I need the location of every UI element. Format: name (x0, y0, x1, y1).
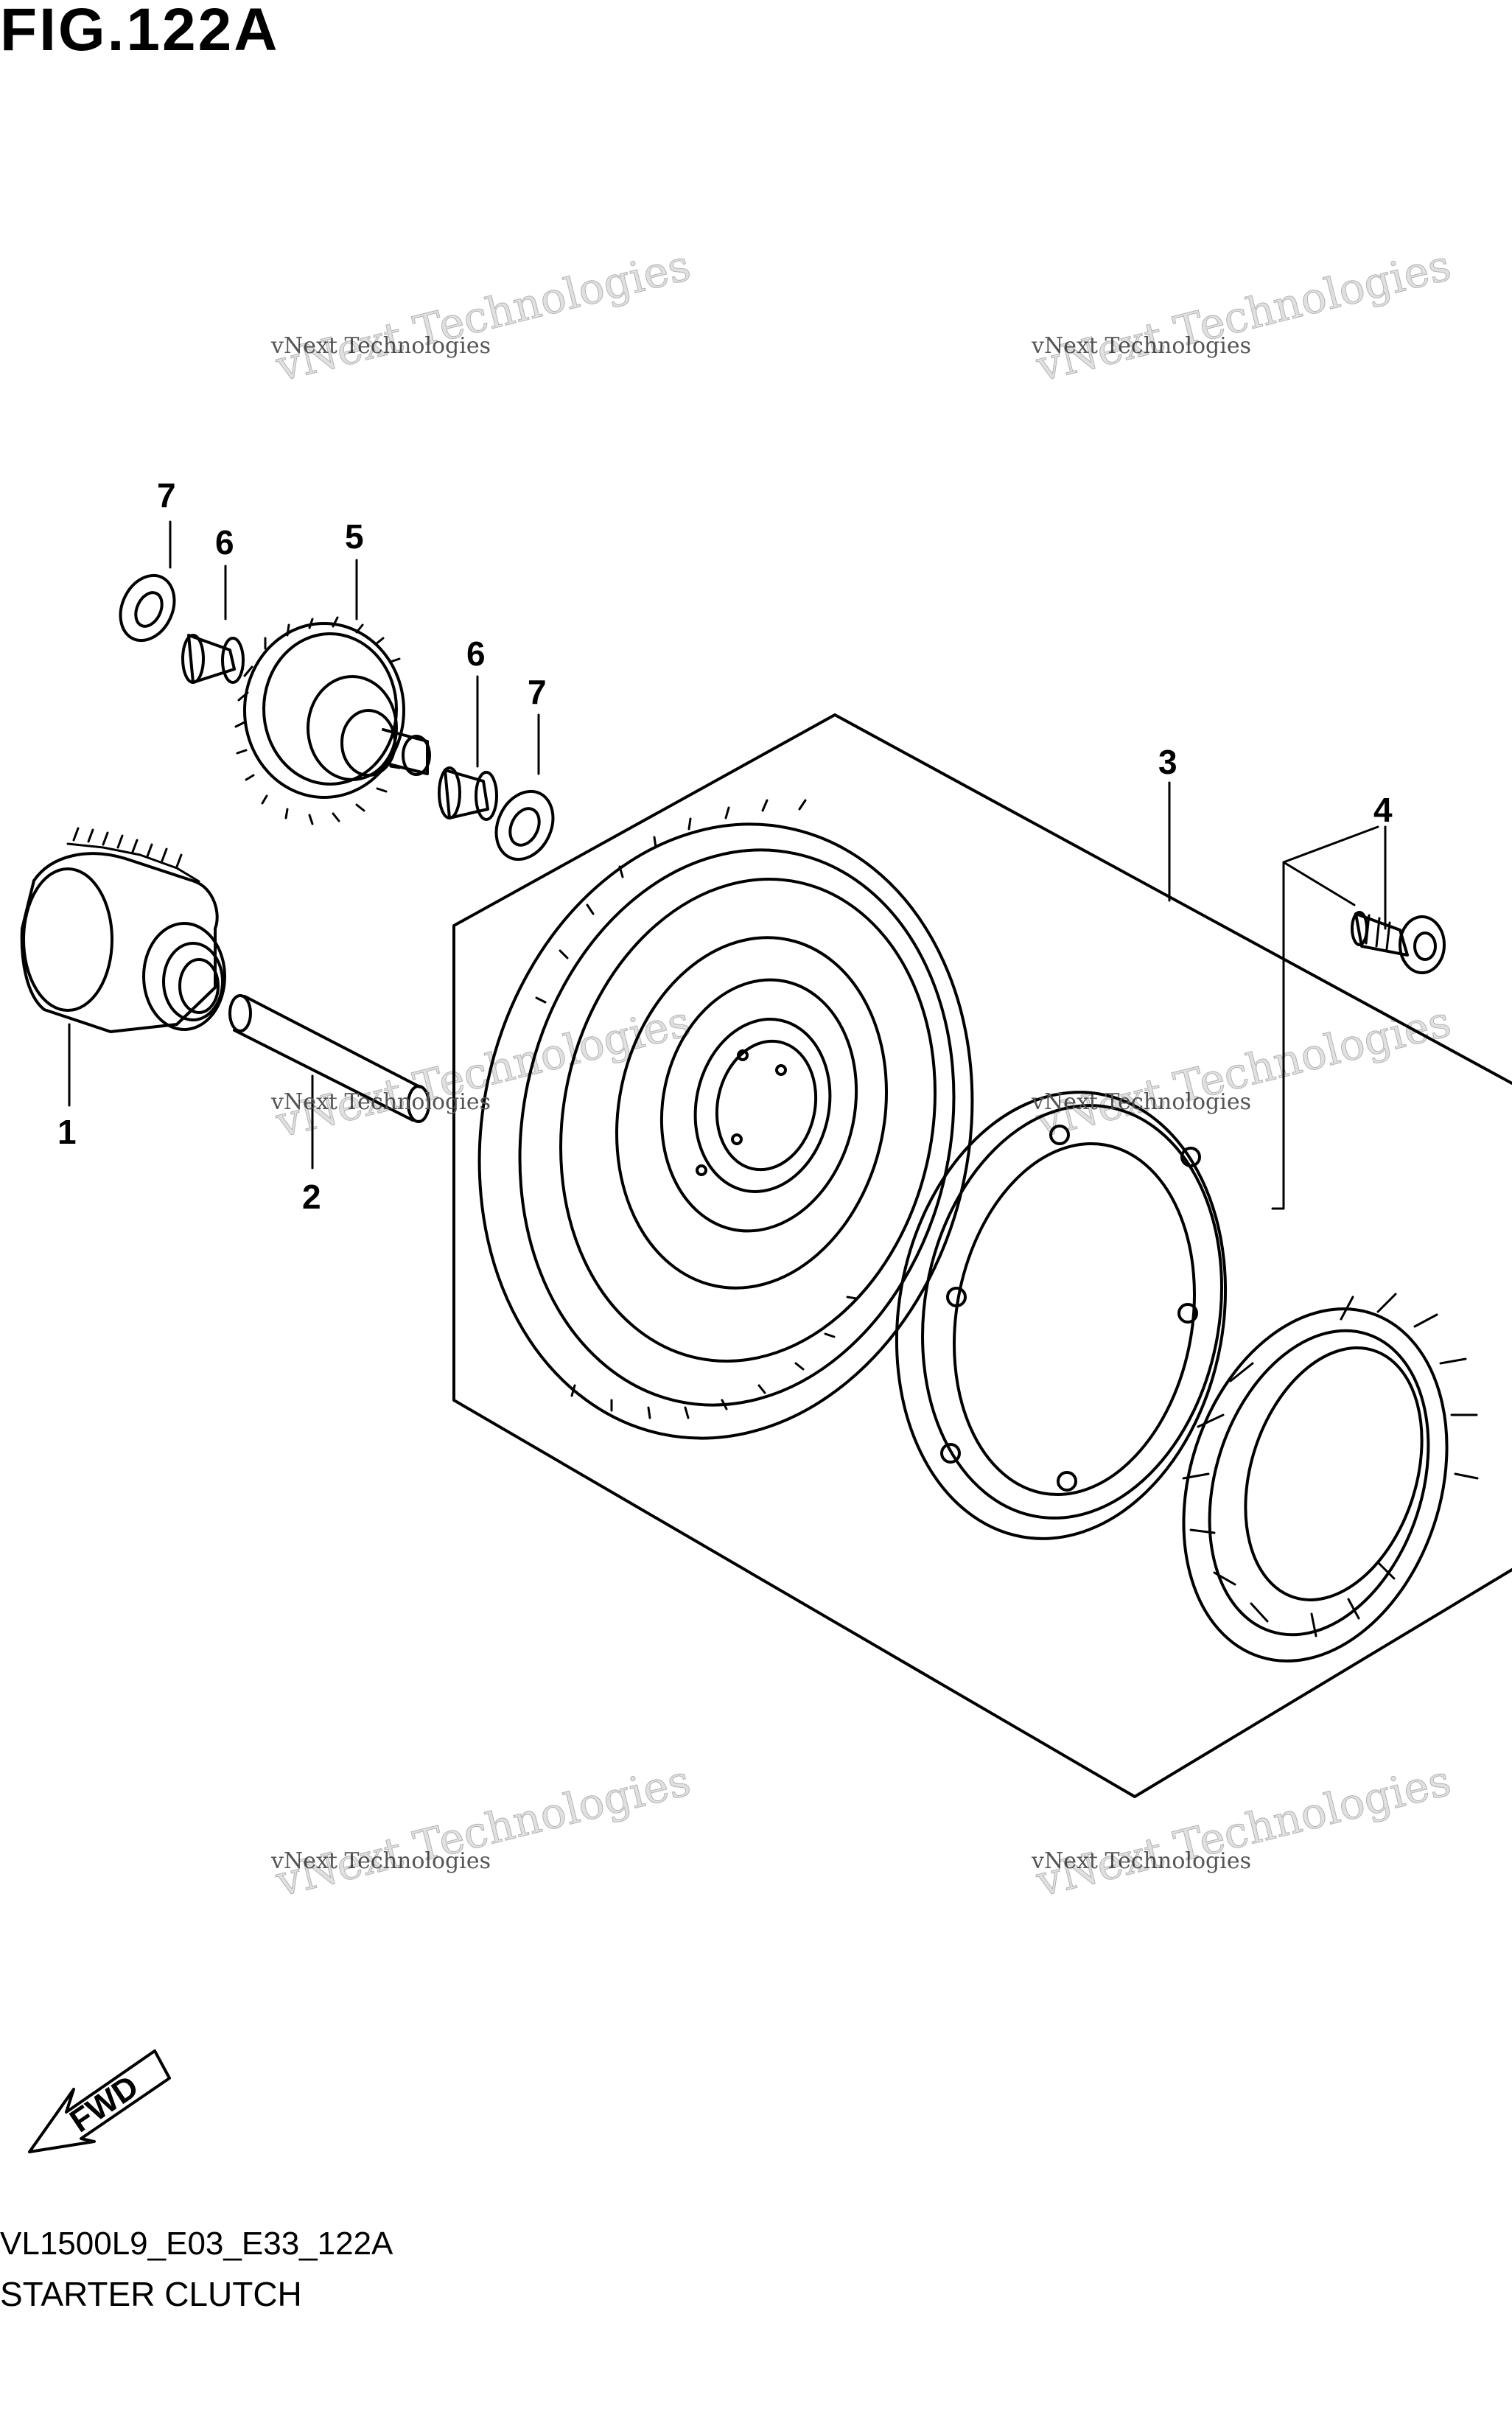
watermark: vNext Technologies vNext Technologies (1031, 1755, 1456, 1908)
watermark-small-text: vNext Technologies (1032, 1089, 1252, 1115)
watermark: vNext Technologies vNext Technologies (1031, 240, 1456, 393)
leader-lines (68, 520, 1387, 1210)
assembly-outline (452, 713, 1512, 1798)
watermark-small-text: vNext Technologies (271, 1848, 491, 1874)
figure-caption: STARTER CLUTCH (0, 2275, 302, 2313)
fwd-arrow-icon: FWD (28, 2049, 171, 2153)
watermark-small-text: vNext Technologies (271, 1089, 491, 1115)
figure-code: VL1500L9_E03_E33_122A (0, 2226, 393, 2262)
watermark: vNext Technologies vNext Technologies (270, 996, 696, 1149)
callout-7-right: 7 (528, 673, 547, 711)
watermark-small-text: vNext Technologies (271, 333, 491, 359)
callout-3: 3 (1158, 743, 1177, 781)
washer-part-7-right (494, 789, 555, 861)
callout-1: 1 (57, 1113, 77, 1151)
shaft-part-2 (228, 994, 430, 1123)
idle-gear-part-5 (234, 616, 431, 825)
watermark: vNext Technologies vNext Technologies (270, 240, 696, 393)
bushing-part-6-left (181, 634, 245, 684)
callout-2: 2 (302, 1178, 321, 1216)
one-way-clutch (1182, 1293, 1479, 1663)
clutch-housing-part-3 (895, 1091, 1228, 1540)
fwd-label: FWD (63, 2069, 144, 2140)
callout-4: 4 (1373, 791, 1393, 829)
starter-clutch-gear-part-3 (477, 799, 974, 1440)
bushing-part-6-right (438, 766, 498, 821)
watermark-small-text: vNext Technologies (1032, 333, 1252, 359)
callout-6-right: 6 (466, 635, 486, 673)
watermark-small-text: vNext Technologies (1032, 1848, 1252, 1874)
watermark: vNext Technologies vNext Technologies (270, 1755, 696, 1908)
callout-7-top: 7 (157, 476, 176, 514)
gear-part-1 (20, 827, 226, 1033)
bolt-part-4 (1351, 911, 1446, 974)
figure-title: FIG.122A (0, 0, 280, 63)
callout-6-top: 6 (215, 523, 234, 562)
callout-5: 5 (345, 517, 364, 556)
watermark: vNext Technologies vNext Technologies (1031, 996, 1456, 1149)
washer-part-7-left (119, 573, 176, 643)
